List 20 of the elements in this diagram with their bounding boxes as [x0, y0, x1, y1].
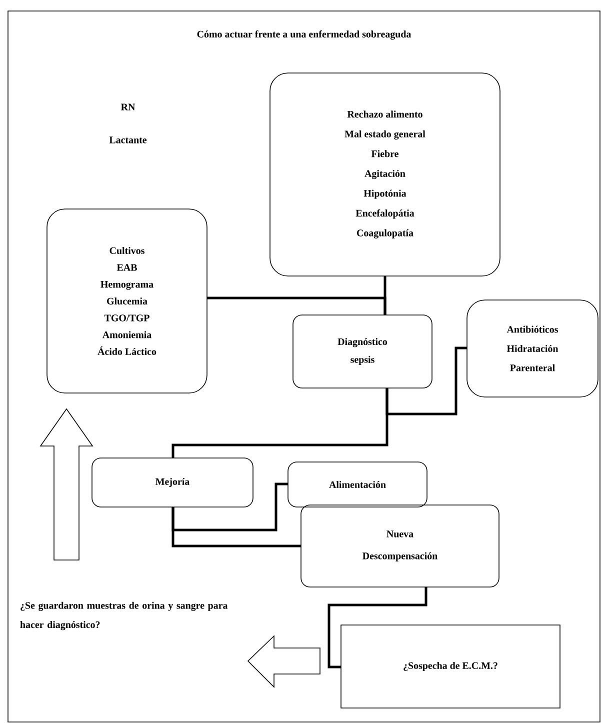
question-text: ¿Se guardaron muestras de orina y sangre para hacer diagnóstico?: [20, 602, 228, 630]
process-box: Diagnóstico sepsis: [292, 314, 432, 388]
side-label: Lactante: [109, 136, 147, 144]
connector-line: [172, 482, 288, 532]
block-arrow: [40, 408, 94, 560]
connector-line: [386, 346, 467, 416]
title: Cómo actuar frente a una enfermedad sobreaguda: [197, 30, 412, 40]
process-box: Antibióticos Hidratación Parenteral: [466, 300, 598, 398]
connector-line: [172, 388, 388, 458]
process-box: Nueva Descompensación: [300, 504, 500, 588]
process-box: Mejoría: [92, 458, 254, 508]
connector-line: [207, 296, 386, 315]
process-box: Cultivos EAB Hemograma Glucemia TGO/TGP Amoniemia Ácido Láctico: [46, 208, 208, 394]
connector-line: [328, 587, 428, 668]
process-box: Alimentación: [288, 462, 428, 508]
side-label: RN: [120, 104, 136, 110]
block-arrow: [247, 635, 320, 688]
connector-line: [172, 507, 301, 548]
process-box: Rechazo alimento Mal estado general Fiebre Agitación Hipotónia Encefalopátia Coagulopatía: [270, 72, 500, 276]
process-box: ¿Sospecha de E.C.M.?: [340, 624, 560, 708]
